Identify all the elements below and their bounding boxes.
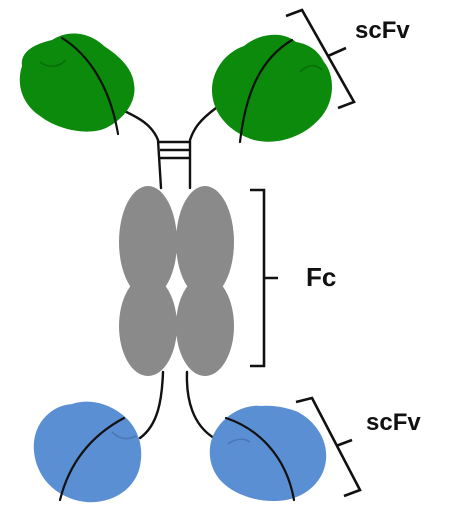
- scfv-bottom-left-shape: [34, 402, 141, 503]
- label-bottom-scfv: scFv: [366, 409, 421, 436]
- scfv-bottom-right-shape: [210, 406, 326, 501]
- fc-lower-right: [176, 276, 234, 376]
- label-top-scfv: scFv: [355, 17, 410, 44]
- linker-bottom-right: [187, 372, 214, 438]
- scfv-top-right: [212, 35, 332, 142]
- scfv-bottom-right: [210, 406, 326, 501]
- scfv-top-right-shape: [212, 35, 332, 142]
- label-fc: Fc: [306, 262, 336, 292]
- hinge-bridges: [159, 142, 190, 158]
- linker-bottom-left: [140, 372, 163, 438]
- bracket-fc: [250, 190, 278, 366]
- fc-domains: [119, 186, 234, 376]
- linker-top-right: [190, 108, 216, 188]
- fc-lower-left: [119, 276, 177, 376]
- scfv-top-left: [20, 33, 135, 134]
- linker-top-left: [118, 108, 161, 188]
- scfv-bottom-left: [34, 402, 141, 503]
